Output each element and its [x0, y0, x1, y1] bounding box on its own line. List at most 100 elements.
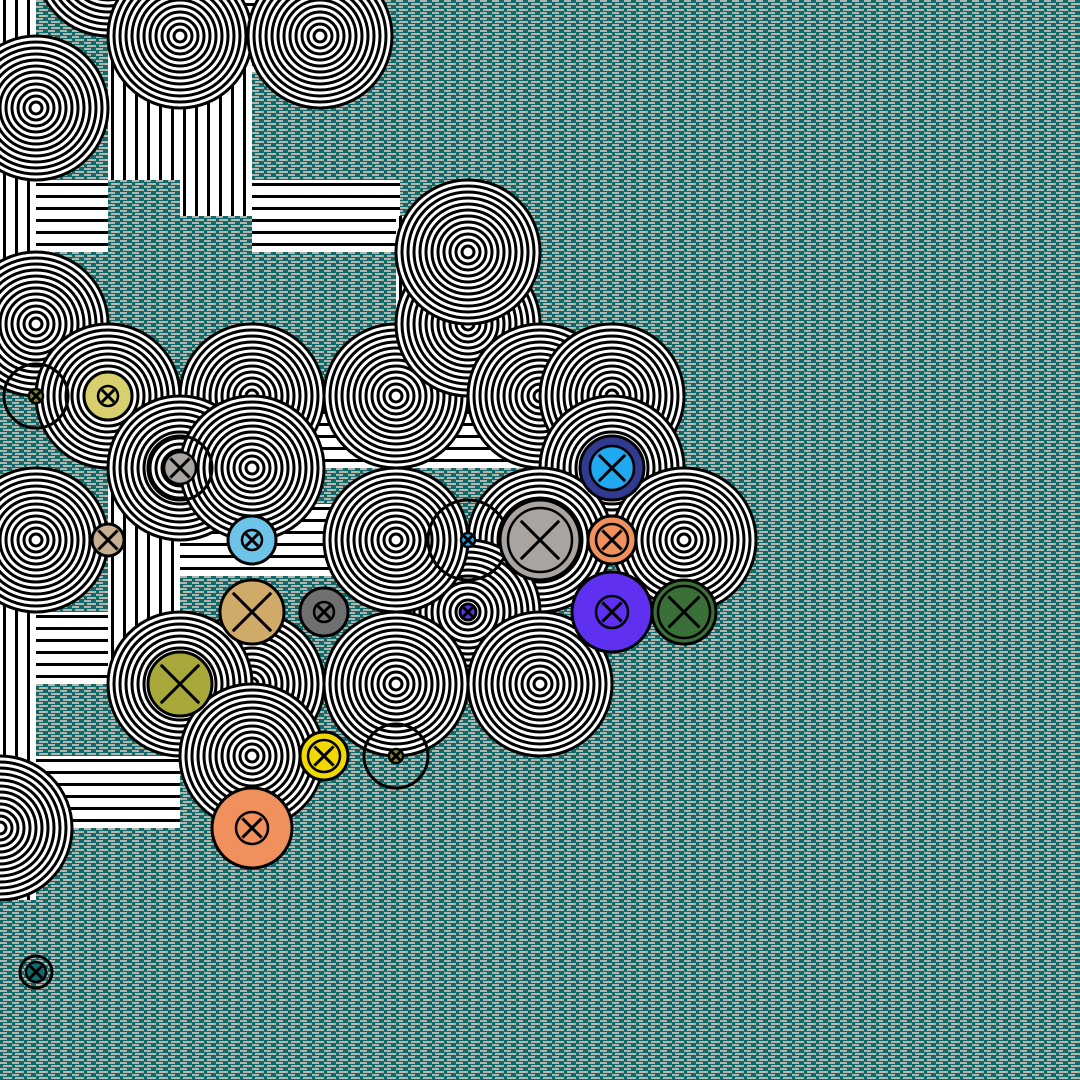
stack-ring: [382, 382, 410, 410]
band-stripe: [36, 795, 180, 798]
stack-ring: [10, 298, 62, 350]
stack-ring: [252, 0, 388, 104]
button-node: [146, 434, 214, 502]
stack-ring: [22, 310, 50, 338]
band-stripe: [36, 819, 180, 822]
stack-ring: [0, 46, 98, 170]
stack-ring: [340, 484, 452, 596]
band-stripe: [219, 60, 222, 216]
stack-ring: [406, 190, 530, 314]
button-node: [146, 650, 214, 718]
stack-ring: [244, 748, 260, 764]
concentric-stack: [0, 466, 110, 614]
x-mark-icon: [159, 663, 201, 705]
band-stripe: [0, 639, 108, 642]
band-stripe: [36, 243, 108, 246]
band-stripe: [36, 183, 108, 186]
stack-ring: [376, 664, 416, 704]
stack-ring: [306, 22, 334, 50]
stack-ring: [652, 508, 716, 572]
stack-ring: [424, 208, 512, 296]
band-stripe: [183, 60, 186, 216]
band-stripe: [123, 36, 126, 180]
stack-ring: [16, 304, 56, 344]
stack-ring: [264, 0, 376, 92]
stack-ring: [312, 28, 328, 44]
stack-ring: [382, 526, 410, 554]
stack-ring: [220, 724, 284, 788]
stack-ring: [0, 796, 32, 860]
band-stripe: [231, 60, 234, 216]
band-stripe: [0, 651, 108, 654]
button-node: [2, 362, 70, 430]
stripe-band: [252, 180, 400, 252]
band-stripe: [0, 615, 108, 618]
stack-ring: [340, 628, 452, 740]
band-stripe: [159, 468, 162, 684]
stack-ring: [270, 0, 370, 86]
stack-ring: [0, 766, 62, 890]
x-mark-icon: [462, 534, 474, 546]
stack-ring: [352, 496, 440, 584]
stack-ring: [294, 10, 346, 62]
stack-ring: [76, 364, 140, 428]
stack-ring: [52, 340, 164, 452]
concentric-stack: [0, 250, 110, 398]
stack-ring: [388, 532, 404, 548]
stack-ring: [238, 454, 266, 482]
stack-ring: [282, 0, 358, 74]
stack-ring: [154, 10, 206, 62]
button-node: [570, 570, 654, 654]
x-mark-icon: [667, 595, 701, 629]
stack-ring: [376, 376, 416, 416]
band-stripe: [36, 771, 180, 774]
stack-ring: [148, 4, 212, 68]
stack-ring: [346, 490, 446, 590]
band-stripe: [180, 3, 320, 6]
stack-ring: [74, 0, 142, 14]
button-node: [210, 786, 294, 870]
band-stripe: [159, 36, 162, 180]
band-stripe: [180, 555, 396, 558]
band-stripe: [36, 219, 108, 222]
band-base: [36, 180, 108, 252]
stack-ring: [58, 346, 158, 446]
band-stripe: [252, 243, 400, 246]
stack-ring: [136, 640, 224, 728]
stack-ring: [448, 232, 488, 272]
stack-ring: [508, 652, 572, 716]
x-mark-icon: [316, 604, 332, 620]
stack-ring: [442, 586, 494, 638]
stack-ring: [124, 0, 236, 92]
x-mark-icon: [244, 532, 260, 548]
button-node: [218, 578, 286, 646]
button-node: [82, 370, 134, 422]
stack-ring: [574, 430, 650, 506]
band-stripe: [36, 783, 180, 786]
button-node: [226, 514, 278, 566]
band-stripe: [135, 468, 138, 684]
stripe-band: [36, 180, 108, 252]
band-stripe: [0, 627, 108, 630]
stack-ring: [0, 802, 26, 854]
stack-ring: [258, 0, 382, 98]
stack-ring: [364, 508, 428, 572]
band-stripe: [111, 36, 114, 180]
band-stripe: [0, 675, 108, 678]
concentric-stack: [246, 0, 394, 110]
stack-ring: [124, 628, 236, 740]
stack-ring: [334, 478, 458, 602]
stack-ring: [238, 742, 266, 770]
stack-ring: [0, 280, 80, 368]
stack-ring: [460, 244, 476, 260]
stack-ring: [490, 634, 590, 734]
band-stripe: [252, 207, 400, 210]
band-stripe: [123, 468, 126, 684]
band-stripe: [180, 543, 396, 546]
button-node: [298, 730, 350, 782]
stack-ring: [214, 430, 290, 506]
stack-ring: [232, 736, 272, 776]
button-node: [458, 602, 478, 622]
stack-ring: [10, 82, 62, 134]
